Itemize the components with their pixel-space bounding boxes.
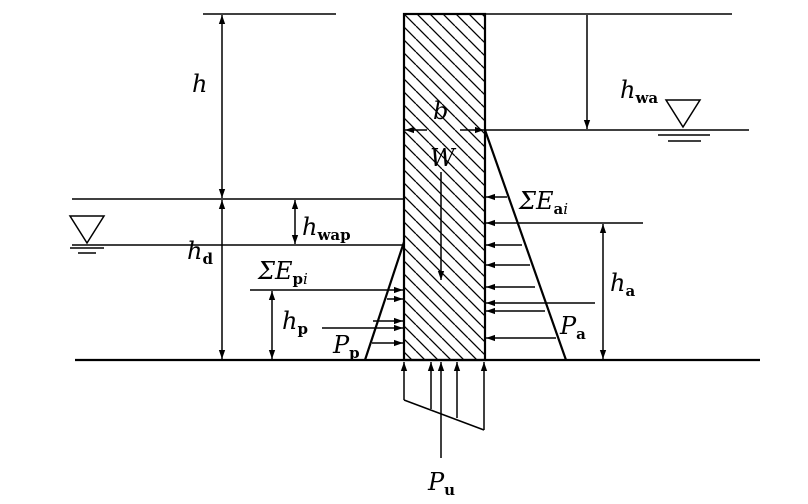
label-h-wap: hwap (302, 213, 351, 244)
water-level-icon-right (658, 99, 710, 142)
label-sum-E-pi: ΣEpi (257, 257, 308, 288)
label-h: h (192, 70, 207, 98)
label-sum-E-ai: ΣEai (518, 187, 568, 218)
label-W: W (430, 144, 457, 172)
passive-pressure-diagram (250, 241, 406, 361)
wall-body (402, 12, 487, 362)
active-pressure-diagram (483, 129, 643, 361)
uplift-pressure-diagram (400, 362, 488, 458)
label-b: b (433, 97, 448, 125)
label-h-p: hp (282, 307, 308, 338)
label-P-p: Pp (332, 331, 360, 362)
label-h-d: hd (187, 237, 213, 268)
dimension-arrows (218, 15, 607, 359)
label-P-a: Pa (559, 312, 586, 343)
water-level-icon-left (68, 215, 106, 254)
label-h-wa: hwa (620, 76, 658, 107)
label-h-a: ha (610, 269, 635, 300)
reference-lines (72, 13, 760, 362)
label-P-u: Pu (427, 468, 455, 499)
